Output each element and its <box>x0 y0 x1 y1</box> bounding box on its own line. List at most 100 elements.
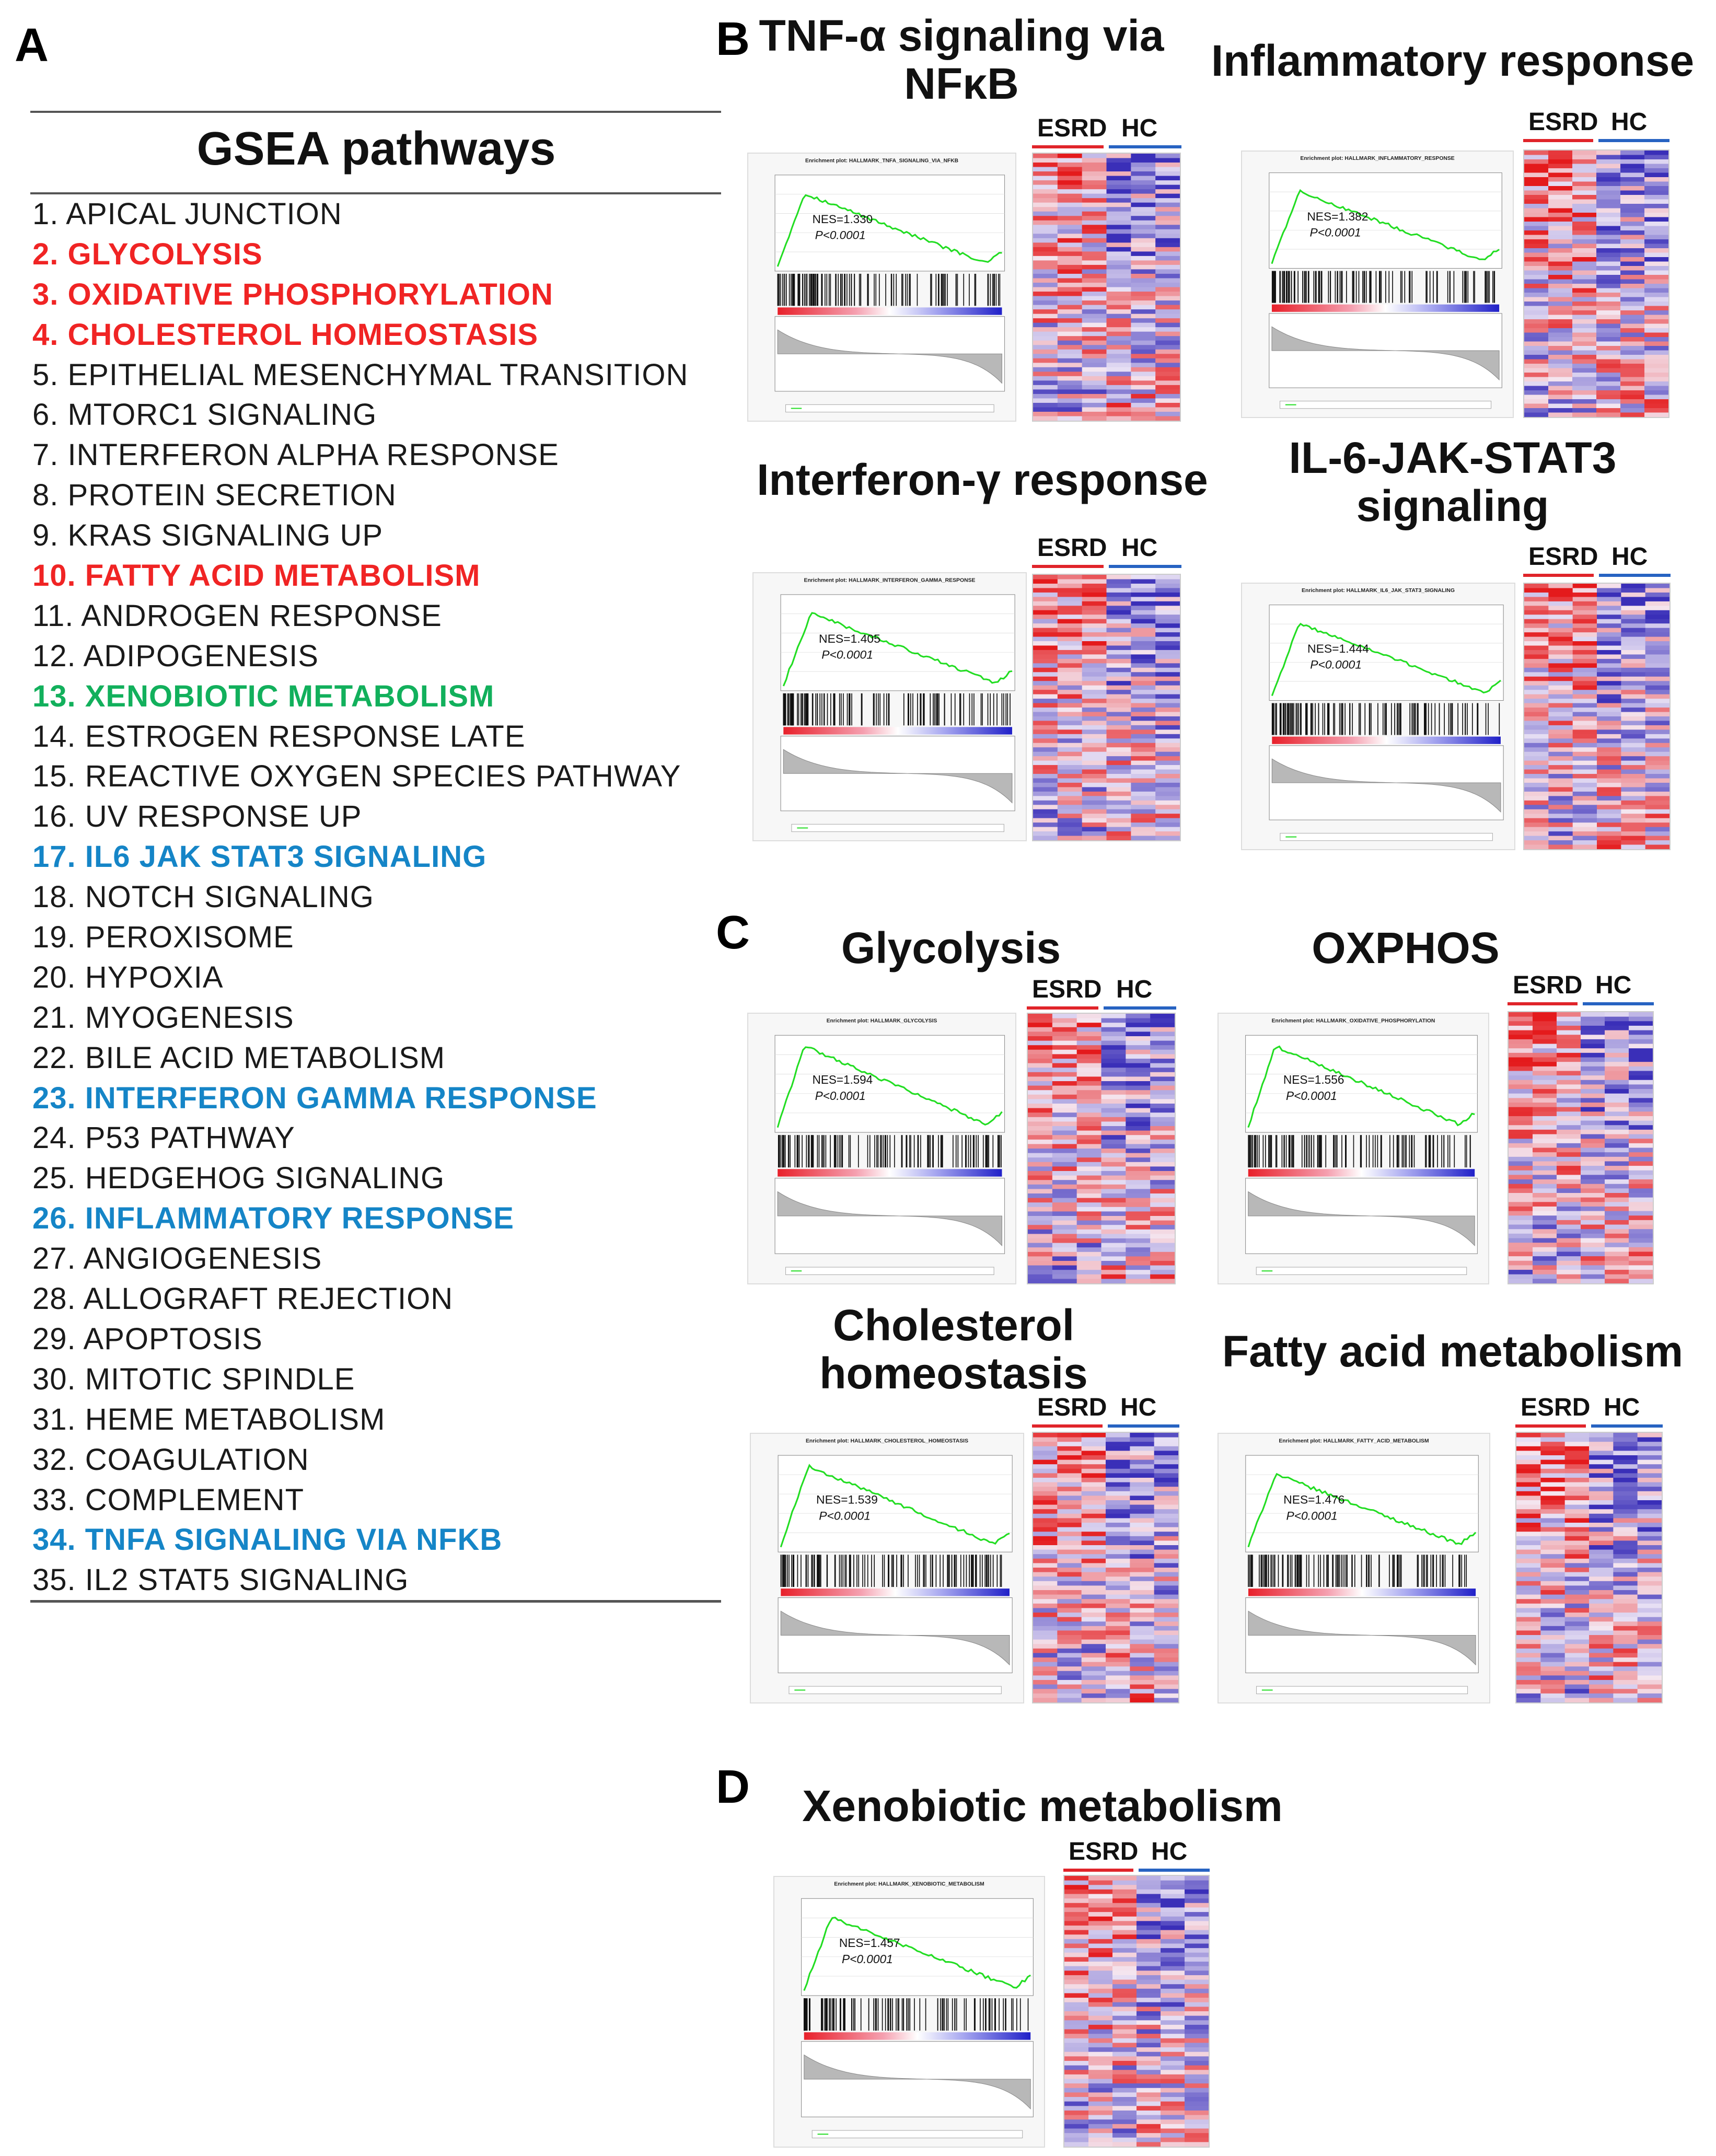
hc-group-label: HC <box>1116 976 1153 1003</box>
heatmap-cell <box>1644 284 1668 288</box>
heatmap-cell <box>1155 296 1180 301</box>
heatmap-cell <box>1524 319 1549 324</box>
heatmap-cell <box>1645 658 1669 664</box>
heatmap-cell <box>1596 297 1621 302</box>
heatmap-cell <box>1057 1626 1082 1631</box>
heatmap-cell <box>1533 1170 1557 1175</box>
heatmap-cell <box>1596 319 1621 324</box>
heatmap-cell <box>1033 211 1058 216</box>
heatmap-cell <box>1564 1617 1590 1622</box>
heatmap-cell <box>1605 1093 1629 1098</box>
heatmap-cell <box>1106 676 1132 681</box>
heatmap-cell <box>1131 583 1156 588</box>
heatmap-cell <box>1082 703 1107 708</box>
heatmap-cell <box>1081 1523 1106 1528</box>
heatmap-cell <box>1557 1156 1581 1162</box>
heatmap-cell <box>1112 2092 1137 2097</box>
heatmap-cell <box>1076 1166 1102 1172</box>
heatmap-cell <box>1620 226 1645 231</box>
heatmap-cell <box>1052 1108 1077 1113</box>
heatmap-cell <box>1137 2043 1161 2048</box>
heatmap-cell <box>1524 279 1549 284</box>
heatmap-cell <box>1572 787 1597 792</box>
heatmap-cell <box>1645 721 1669 726</box>
heatmap-cell <box>1150 1031 1175 1037</box>
heatmap-cell <box>1033 207 1058 212</box>
heatmap-cell <box>1081 1603 1106 1608</box>
heatmap-cell <box>1581 1270 1605 1275</box>
heatmap-cell <box>1589 1657 1614 1663</box>
heatmap-cell <box>1533 1197 1557 1202</box>
heatmap-cell <box>1161 1962 1185 1967</box>
heatmap-cell <box>1645 743 1669 748</box>
heatmap-cell <box>1161 1993 1185 1998</box>
heatmap-cell <box>1540 1478 1566 1483</box>
heatmap-cell <box>1605 1175 1629 1180</box>
heatmap-cell <box>1548 716 1573 721</box>
heatmap-cell <box>1185 1916 1209 1921</box>
heatmap-cell <box>1126 1184 1151 1189</box>
heatmap-cell <box>1137 2015 1161 2021</box>
heatmap-cell <box>1064 2101 1089 2106</box>
heatmap-cell <box>1620 315 1645 320</box>
heatmap-cell <box>1564 1491 1590 1496</box>
heatmap-cell <box>1581 1233 1605 1238</box>
heatmap-cell <box>1613 1459 1638 1465</box>
heatmap-cell <box>1106 769 1132 774</box>
heatmap-cell <box>1033 1675 1058 1680</box>
heatmap-cell <box>1540 1617 1566 1622</box>
heatmap-cell <box>1548 672 1573 677</box>
heatmap-cell <box>1155 694 1180 699</box>
heatmap-cell <box>1081 1437 1106 1442</box>
hc-group-bar <box>1591 1424 1663 1428</box>
heatmap-cell <box>1589 1590 1614 1595</box>
heatmap-cell <box>1637 1518 1662 1523</box>
heatmap-cell <box>1052 1211 1077 1216</box>
heatmap-cell <box>1613 1680 1638 1685</box>
heatmap-cell <box>1557 1021 1581 1026</box>
heatmap-cell <box>1106 1671 1131 1676</box>
heatmap-cell <box>1106 583 1132 588</box>
heatmap-cell <box>1057 247 1083 252</box>
heatmap-cell <box>1131 327 1156 332</box>
heatmap-cell <box>1596 150 1621 155</box>
heatmap-cell <box>1154 1563 1178 1568</box>
heatmap-cell <box>1154 1662 1178 1667</box>
heatmap-cell <box>1131 411 1156 416</box>
heatmap-cell <box>1548 164 1573 169</box>
heatmap-cell <box>1101 1153 1127 1158</box>
heatmap-cell <box>1076 1018 1102 1023</box>
heatmap-cell <box>1028 1014 1053 1019</box>
heatmap-cell <box>1155 229 1180 234</box>
heatmap-cell <box>1130 1617 1155 1622</box>
heatmap-cell <box>1106 1599 1131 1604</box>
heatmap-cell <box>1533 1098 1557 1103</box>
heatmap-cell <box>1613 1513 1638 1519</box>
heatmap-cell <box>1564 1496 1590 1501</box>
heatmap-cell <box>1101 1036 1127 1041</box>
pathway-item: 22. BILE ACID METABOLISM <box>32 1040 446 1075</box>
heatmap-cell <box>1597 822 1622 828</box>
heatmap-cell <box>1033 167 1058 172</box>
heatmap-cell <box>1540 1437 1566 1442</box>
heatmap-cell <box>1130 1437 1155 1442</box>
heatmap-cell <box>1082 822 1107 828</box>
heatmap-cell <box>1052 1018 1077 1023</box>
heatmap-cell <box>1185 2070 1209 2075</box>
heatmap-cell <box>1557 1025 1581 1031</box>
heatmap-cell <box>1589 1689 1614 1694</box>
heatmap-cell <box>1057 681 1083 686</box>
enrichment-legend <box>791 824 1004 832</box>
heatmap-cell <box>1150 1256 1175 1261</box>
heatmap-cell <box>1137 2002 1161 2007</box>
heatmap-cell <box>1548 783 1573 787</box>
heatmap-cell <box>1185 1988 1209 1993</box>
heatmap-cell <box>1028 1076 1053 1082</box>
running-enrichment-score-line <box>776 194 1002 267</box>
heatmap-cell <box>1112 1889 1137 1894</box>
heatmap-cell <box>1033 1500 1058 1505</box>
heatmap-cell <box>1081 1527 1106 1532</box>
heatmap-cell <box>1106 1532 1131 1537</box>
heatmap-cell <box>1033 278 1058 283</box>
pathway-item: 20. HYPOXIA <box>32 960 224 994</box>
